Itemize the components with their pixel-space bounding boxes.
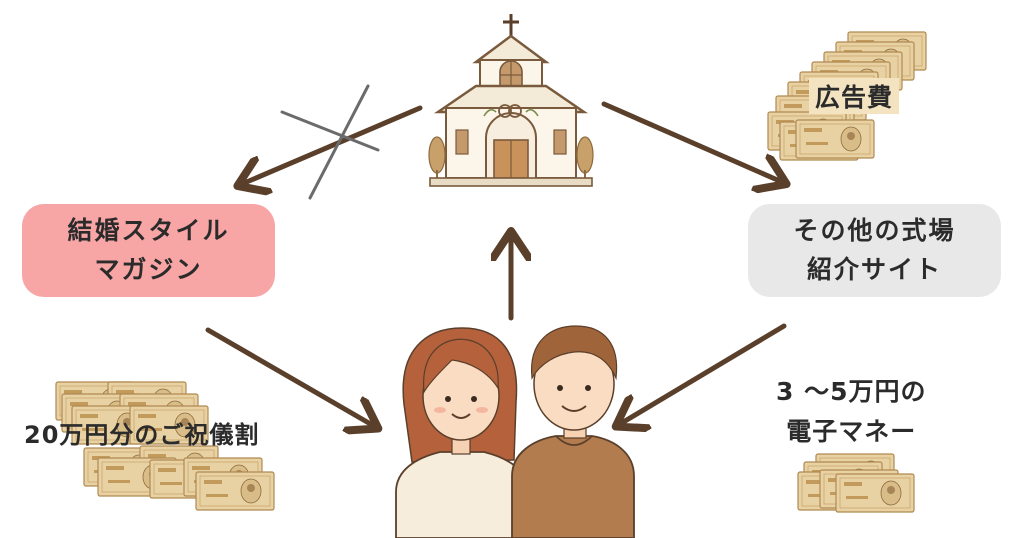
left-box-line2: マガジン <box>94 254 203 284</box>
arrow-chapel-to-magazine <box>242 105 423 184</box>
arrow-other-sites-to-couple <box>620 323 787 424</box>
left-box-line1: 結婚スタイル <box>67 215 230 245</box>
e-money-line1: 3 ～5万円の <box>776 377 927 406</box>
other-venue-site-node: その他の式場 紹介サイト <box>748 204 1001 297</box>
cross-mark-icon <box>280 84 380 200</box>
arrow-chapel-to-other-sites <box>601 101 782 182</box>
e-money-line2: 電子マネー <box>786 417 917 446</box>
gift-discount-label: 20万円分のご祝儀割 <box>24 421 260 449</box>
couple-icon <box>395 325 635 538</box>
arrow-magazine-to-couple <box>205 327 374 426</box>
banknote-stack-icon <box>797 453 915 513</box>
right-box-line2: 紹介サイト <box>806 254 942 284</box>
right-box-line1: その他の式場 <box>793 215 956 245</box>
wedding-style-magazine-node: 結婚スタイル マガジン <box>22 204 275 297</box>
chapel-icon <box>428 14 594 187</box>
ad-fee-label: 広告費 <box>809 78 900 114</box>
e-money-label: 3 ～5万円の 電子マネー <box>776 372 927 452</box>
diagram-arrows <box>205 101 787 426</box>
